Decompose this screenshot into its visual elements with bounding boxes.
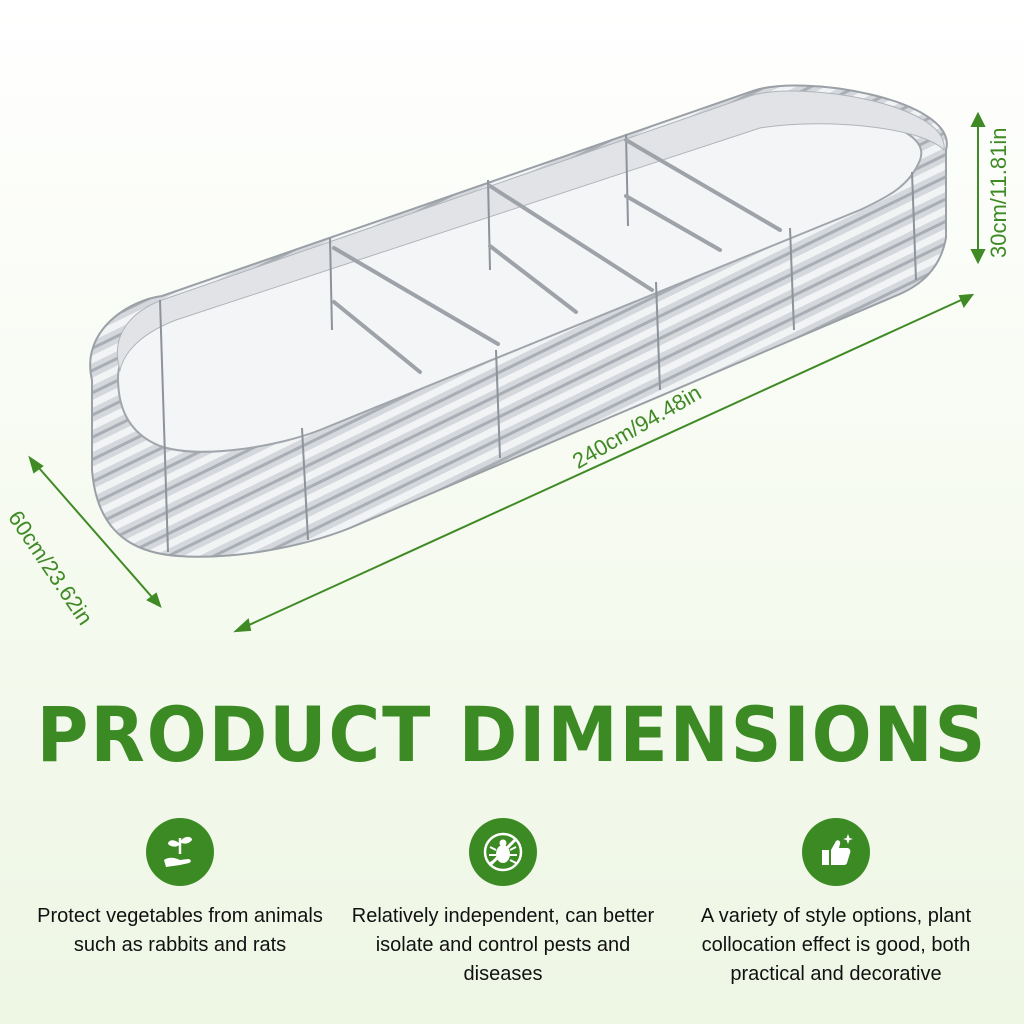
- feature-isolate: Relatively independent, can better isola…: [343, 818, 663, 989]
- feature-text: A variety of style options, plant colloc…: [700, 905, 972, 985]
- feature-protect: Protect vegetables from animals such as …: [20, 818, 340, 960]
- support-rods: [332, 138, 782, 374]
- no-bug-icon: [469, 818, 537, 886]
- feature-text: Protect vegetables from animals such as …: [37, 905, 323, 956]
- dimension-arrows: [28, 111, 986, 633]
- page-title: PRODUCT DIMENSIONS: [36, 690, 988, 779]
- hand-plant-icon: [146, 818, 214, 886]
- feature-style: A variety of style options, plant colloc…: [676, 818, 996, 989]
- height-dimension-label: 30cm/11.81in: [986, 127, 1011, 258]
- feature-text: Relatively independent, can better isola…: [351, 905, 655, 985]
- bed-body: [89, 84, 948, 558]
- thumbs-up-sparkle-icon: [802, 818, 870, 886]
